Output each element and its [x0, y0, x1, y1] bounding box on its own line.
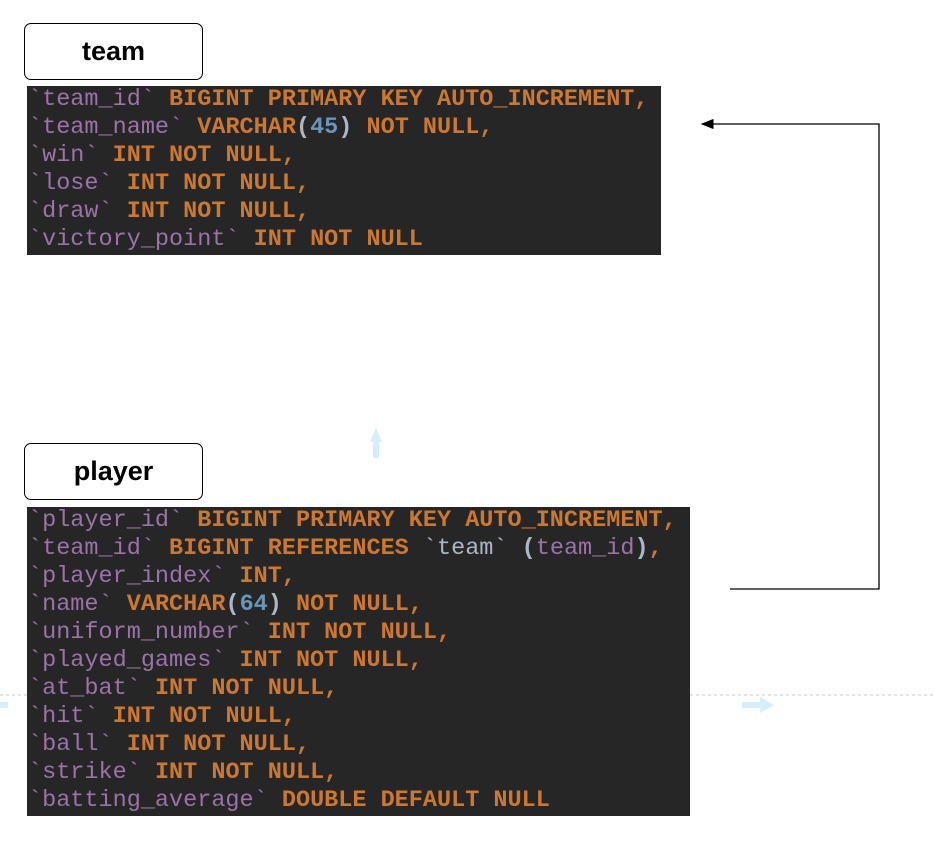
column-definition: INT NOT NULL,	[126, 731, 311, 758]
column-name: `ball`	[28, 731, 113, 758]
column-name: `player_id`	[28, 507, 184, 534]
column-definition: DOUBLE DEFAULT NULL	[281, 787, 550, 814]
column-row: `player_index` INT,	[28, 563, 690, 591]
guide-arrow-left-icon[interactable]	[0, 702, 8, 708]
column-name: `strike`	[28, 759, 141, 786]
paren: )	[338, 114, 353, 141]
column-constraint: NOT NULL,	[296, 591, 423, 618]
paren: (	[521, 535, 536, 562]
column-row: `team_name` VARCHAR(45) NOT NULL,	[28, 114, 661, 142]
column-name: `team_name`	[28, 114, 184, 141]
column-length: 45	[310, 114, 339, 141]
column-name: `batting_average`	[28, 787, 268, 814]
table-definition-team[interactable]: `team_id` BIGINT PRIMARY KEY AUTO_INCREM…	[27, 86, 661, 255]
paren: )	[634, 535, 649, 562]
column-definition: BIGINT REFERENCES	[169, 535, 409, 562]
table-label-player[interactable]: player	[24, 443, 203, 500]
column-row: `victory_point` INT NOT NULL	[28, 226, 661, 254]
column-row: `strike` INT NOT NULL,	[28, 759, 690, 787]
column-name: `uniform_number`	[28, 619, 254, 646]
paren: )	[267, 591, 282, 618]
column-name: `lose`	[28, 170, 113, 197]
column-definition: INT NOT NULL,	[126, 198, 311, 225]
column-name: `at_bat`	[28, 675, 141, 702]
column-name: `draw`	[28, 198, 113, 225]
column-definition: INT NOT NULL,	[239, 647, 423, 674]
column-definition: BIGINT PRIMARY KEY AUTO_INCREMENT,	[169, 86, 649, 113]
column-definition: INT NOT NULL,	[154, 759, 339, 786]
column-row: `win` INT NOT NULL,	[28, 142, 661, 170]
column-row: `batting_average` DOUBLE DEFAULT NULL	[28, 787, 690, 815]
column-name: `team_id`	[28, 86, 155, 113]
column-definition: INT NOT NULL	[253, 226, 423, 253]
table-label-team[interactable]: team	[24, 23, 203, 80]
column-definition: BIGINT PRIMARY KEY AUTO_INCREMENT,	[197, 507, 677, 534]
column-row: `name` VARCHAR(64) NOT NULL,	[28, 591, 690, 619]
column-tail: ,	[648, 535, 663, 562]
column-definition: INT,	[239, 563, 296, 590]
column-row: `team_id` BIGINT REFERENCES `team` (team…	[28, 535, 690, 563]
column-row: `hit` INT NOT NULL,	[28, 703, 690, 731]
column-definition: INT NOT NULL,	[154, 675, 339, 702]
column-type: VARCHAR	[197, 114, 296, 141]
column-length: 64	[239, 591, 268, 618]
column-row: `player_id` BIGINT PRIMARY KEY AUTO_INCR…	[28, 507, 690, 535]
column-name: `team_id`	[28, 535, 155, 562]
column-name: `played_games`	[28, 647, 226, 674]
column-name: `hit`	[28, 703, 99, 730]
paren: (	[225, 591, 240, 618]
column-definition: INT NOT NULL,	[112, 703, 296, 730]
column-row: `lose` INT NOT NULL,	[28, 170, 661, 198]
guide-arrow-up-icon[interactable]	[370, 428, 382, 458]
paren: (	[295, 114, 311, 141]
table-definition-player[interactable]: `player_id` BIGINT PRIMARY KEY AUTO_INCR…	[27, 507, 690, 816]
column-type: VARCHAR	[126, 591, 226, 618]
column-name: `player_index`	[28, 563, 226, 590]
column-definition: INT NOT NULL,	[267, 619, 452, 646]
column-definition: INT NOT NULL,	[112, 142, 296, 169]
referenced-table: `team`	[422, 535, 508, 562]
column-definition: INT NOT NULL,	[126, 170, 311, 197]
column-constraint: NOT NULL,	[366, 114, 494, 141]
column-row: `uniform_number` INT NOT NULL,	[28, 619, 690, 647]
column-row: `team_id` BIGINT PRIMARY KEY AUTO_INCREM…	[28, 86, 661, 114]
column-name: `win`	[28, 142, 99, 169]
referenced-column: team_id	[535, 535, 635, 562]
column-row: `draw` INT NOT NULL,	[28, 198, 661, 226]
column-row: `at_bat` INT NOT NULL,	[28, 675, 690, 703]
guide-arrow-right-icon[interactable]	[742, 697, 774, 713]
column-row: `played_games` INT NOT NULL,	[28, 647, 690, 675]
column-name: `victory_point`	[28, 226, 240, 253]
relation-arrow-player-to-team[interactable]	[700, 118, 880, 590]
column-name: `name`	[28, 591, 113, 618]
column-row: `ball` INT NOT NULL,	[28, 731, 690, 759]
